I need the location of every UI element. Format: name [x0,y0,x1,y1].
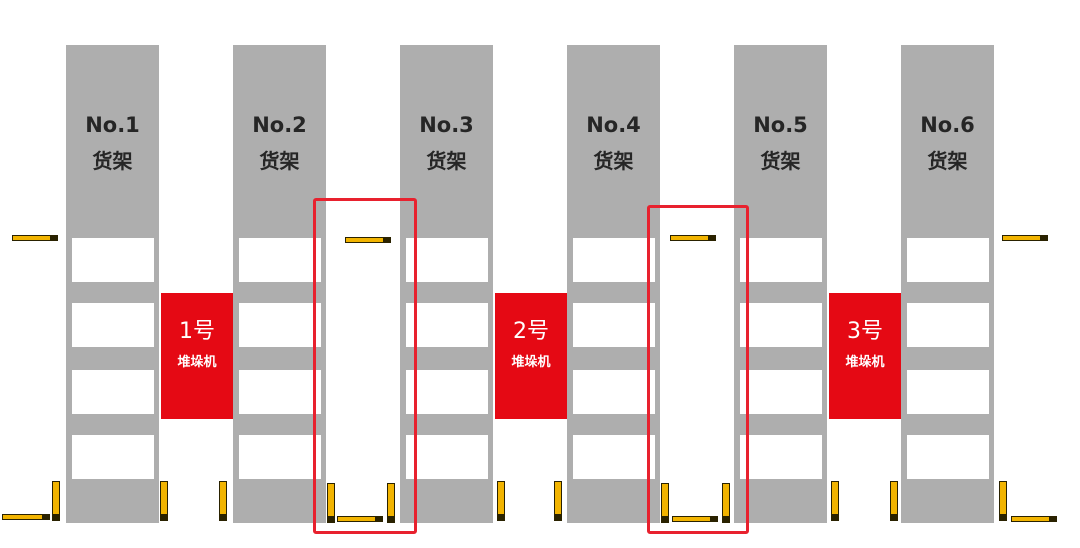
highlight-frame-aisle-4 [647,205,749,534]
sensor-post [160,481,168,521]
shelf-slot [907,303,989,347]
shelf-4: No.4 货架 [567,45,660,523]
shelf-label: 货架 [259,149,300,173]
shelf-name: No.2 [252,113,307,137]
shelf-slot [740,370,822,414]
stacker-label: 堆垛机 [511,355,551,370]
shelf-slot [72,303,154,347]
shelf-slot [406,238,488,282]
stacker-number: 1号 [179,319,215,344]
shelf-slot [740,435,822,479]
shelf-slot [573,370,655,414]
stacker-label: 堆垛机 [845,355,885,370]
sensor-bar [1002,235,1048,241]
shelf-slot [406,303,488,347]
shelf-slot [573,238,655,282]
stacker-3: 3号 堆垛机 [829,293,901,419]
shelf-slot [72,238,154,282]
sensor-post [722,483,730,523]
shelf-label: 货架 [760,149,801,173]
shelf-2: No.2 货架 [233,45,326,523]
sensor-bar [670,235,716,241]
shelf-label: 货架 [92,149,133,173]
sensor-post [497,481,505,521]
shelf-name: No.3 [419,113,474,137]
shelf-slot [239,303,321,347]
shelf-name: No.4 [586,113,641,137]
shelf-slot [907,238,989,282]
shelf-slot [740,303,822,347]
stacker-1: 1号 堆垛机 [161,293,233,419]
sensor-bar [672,516,718,522]
sensor-post [831,481,839,521]
shelf-6: No.6 货架 [901,45,994,523]
shelf-1: No.1 货架 [66,45,159,523]
shelf-label: 货架 [426,149,467,173]
shelf-label: 货架 [593,149,634,173]
sensor-bar [12,235,58,241]
shelf-slot [72,435,154,479]
sensor-post [219,481,227,521]
sensor-post [890,481,898,521]
stacker-number: 3号 [847,319,883,344]
highlight-frame-aisle-2 [313,198,417,534]
sensor-post [387,483,395,523]
shelf-slot [239,435,321,479]
shelf-slot [573,303,655,347]
sensor-post [999,481,1007,521]
shelf-slot [573,435,655,479]
shelf-slot [907,435,989,479]
shelf-5: No.5 货架 [734,45,827,523]
shelf-name: No.6 [920,113,975,137]
stacker-2: 2号 堆垛机 [495,293,567,419]
shelf-slot [239,238,321,282]
sensor-post [554,481,562,521]
sensor-bar [337,516,383,522]
shelf-slot [740,238,822,282]
sensor-bar [345,237,391,243]
shelf-slot [406,435,488,479]
shelf-name: No.5 [753,113,808,137]
sensor-post [52,481,60,521]
shelf-slot [72,370,154,414]
shelf-label: 货架 [927,149,968,173]
shelf-slot [239,370,321,414]
shelf-slot [907,370,989,414]
sensor-post [327,483,335,523]
shelf-slot [406,370,488,414]
sensor-bar [2,514,50,520]
stacker-number: 2号 [513,319,549,344]
shelf-name: No.1 [85,113,140,137]
sensor-bar [1011,516,1057,522]
stacker-label: 堆垛机 [177,355,217,370]
sensor-post [661,483,669,523]
